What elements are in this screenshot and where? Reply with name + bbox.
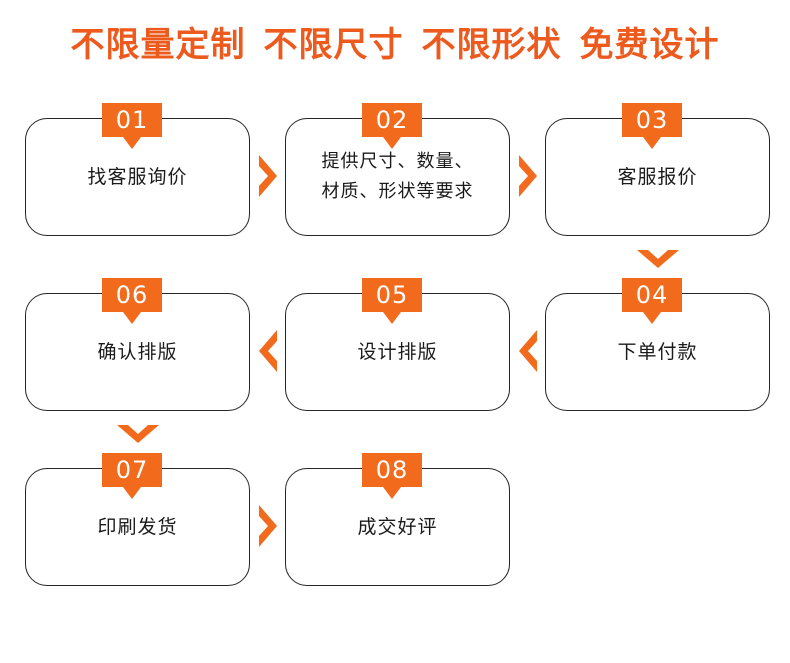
step-line: 成交好评 (357, 516, 438, 538)
step-badge-04: 04 (622, 278, 682, 324)
connector-right-02-03 (515, 153, 541, 199)
step-label-01: 找客服询价 (26, 119, 249, 235)
step-label-05: 设计排版 (286, 294, 509, 410)
step-line: 找客服询价 (87, 166, 188, 188)
step-label-04: 下单付款 (546, 294, 769, 410)
step-label-08: 成交好评 (286, 469, 509, 585)
connector-right-01-02 (255, 153, 281, 199)
title-segment-3: 不限形状 (421, 25, 562, 65)
connector-down-03-04 (635, 246, 681, 272)
step-badge-06: 06 (102, 278, 162, 324)
step-label-07: 印刷发货 (26, 469, 249, 585)
step-badge-03: 03 (622, 103, 682, 149)
step-label-06: 确认排版 (26, 294, 249, 410)
title-segment-4: 免费设计 (579, 25, 720, 65)
step-line: 材质、形状等要求 (321, 181, 474, 202)
step-badge-08: 08 (362, 453, 422, 499)
step-line: 印刷发货 (97, 516, 178, 538)
step-badge-02: 02 (362, 103, 422, 149)
page-title: 不限量定制不限尺寸不限形状免费设计 (0, 22, 790, 68)
step-badge-05: 05 (362, 278, 422, 324)
title-segment-1: 不限量定制 (70, 25, 246, 65)
step-line: 确认排版 (97, 341, 178, 363)
title-segment-2: 不限尺寸 (263, 25, 404, 65)
step-line: 提供尺寸、数量、 (321, 151, 474, 172)
step-badge-01: 01 (102, 103, 162, 149)
step-line: 客服报价 (617, 166, 698, 188)
connector-right-07-08 (255, 503, 281, 549)
connector-left-04-05 (515, 328, 541, 374)
step-label-02: 提供尺寸、数量、 材质、形状等要求 (286, 119, 509, 235)
step-box-02[interactable]: 提供尺寸、数量、 材质、形状等要求 (285, 118, 510, 236)
step-label-03: 客服报价 (546, 119, 769, 235)
step-line: 下单付款 (617, 341, 698, 363)
connector-left-05-06 (255, 328, 281, 374)
step-line: 设计排版 (357, 341, 438, 363)
step-badge-07: 07 (102, 453, 162, 499)
connector-down-06-07 (115, 421, 161, 447)
